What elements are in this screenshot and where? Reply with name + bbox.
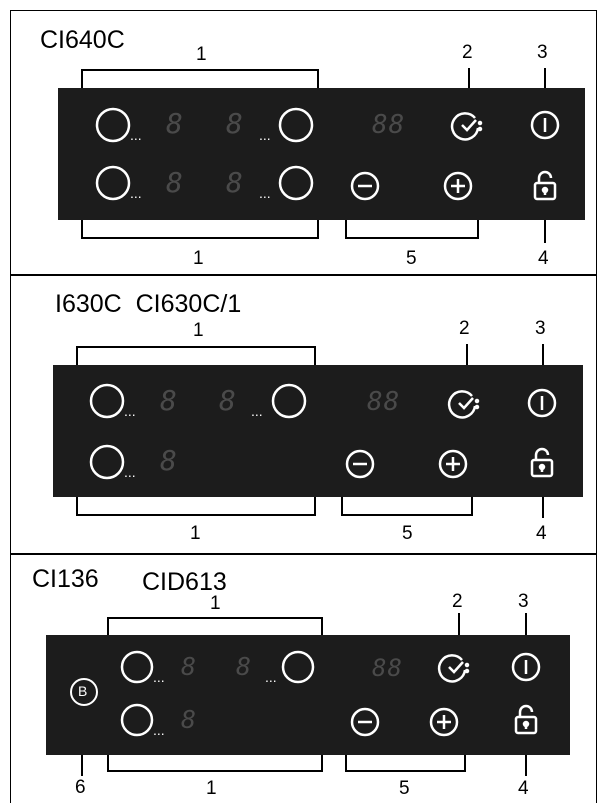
zone-digit: 8 xyxy=(181,705,197,734)
timer-check-icon xyxy=(450,112,483,141)
zone-digit: 8 xyxy=(160,384,177,417)
callout-zones-bottom: 1 xyxy=(206,778,217,799)
model-title-b: CID613 xyxy=(142,568,227,596)
zone-dots: ... xyxy=(130,185,142,201)
control-panel xyxy=(53,365,583,497)
timer-check-icon xyxy=(447,390,480,419)
zone-circle-icon xyxy=(271,383,307,419)
control-panel xyxy=(58,88,585,220)
zone-digit: 8 xyxy=(219,384,236,417)
minus-icon xyxy=(345,449,375,479)
timer-check-icon xyxy=(437,654,470,683)
callout-timer: 2 xyxy=(452,591,463,612)
zone-digit: 8 xyxy=(226,166,243,199)
zone-dots: ... xyxy=(265,669,277,685)
plus-icon xyxy=(443,171,473,201)
model-title-a: CI136 xyxy=(32,565,99,593)
callout-adjust: 5 xyxy=(406,248,417,269)
timer-display: 88 xyxy=(367,387,401,417)
zone-dots: ... xyxy=(259,127,271,143)
boost-label: B xyxy=(78,683,88,699)
callout-adjust: 5 xyxy=(402,523,413,544)
callout-timer: 2 xyxy=(459,318,470,339)
lock-icon xyxy=(514,704,538,735)
timer-display: 88 xyxy=(372,654,403,682)
zone-dots: ... xyxy=(153,669,165,685)
plus-icon xyxy=(438,449,468,479)
power-icon xyxy=(530,110,560,140)
callout-zones-top: 1 xyxy=(210,593,221,614)
zone-dots: ... xyxy=(153,722,165,738)
callout-lock: 4 xyxy=(538,248,549,269)
zone-dots: ... xyxy=(124,464,136,480)
minus-icon xyxy=(350,171,380,201)
zone-dots: ... xyxy=(130,127,142,143)
zone-circle-icon xyxy=(89,444,125,480)
zone-digit: 8 xyxy=(160,444,177,477)
zone-digit: 8 xyxy=(181,652,197,681)
minus-icon xyxy=(350,707,380,737)
lock-icon xyxy=(530,447,554,478)
power-icon xyxy=(527,388,557,418)
callout-zones-top: 1 xyxy=(193,320,204,341)
power-icon xyxy=(511,652,541,682)
callout-power: 3 xyxy=(535,318,546,339)
model-title: I630C CI630C/1 xyxy=(55,290,242,318)
boost-icon xyxy=(70,678,98,706)
lock-icon xyxy=(533,170,557,201)
callout-lock: 4 xyxy=(536,523,547,544)
callout-zones-bottom: 1 xyxy=(193,248,204,269)
callout-lock: 4 xyxy=(518,778,529,799)
callout-zones-bottom: 1 xyxy=(190,523,201,544)
zone-circle-icon xyxy=(89,383,125,419)
callout-power: 3 xyxy=(518,591,529,612)
model-title: CI640C xyxy=(40,26,125,54)
zone-circle-icon xyxy=(278,165,314,201)
zone-dots: ... xyxy=(251,403,263,419)
zone-digit: 8 xyxy=(226,107,243,140)
zone-circle-icon xyxy=(120,703,154,737)
zone-digit: 8 xyxy=(166,166,183,199)
zone-dots: ... xyxy=(259,185,271,201)
zone-dots: ... xyxy=(124,403,136,419)
zone-digit: 8 xyxy=(166,107,183,140)
zone-circle-icon xyxy=(281,650,315,684)
callout-adjust: 5 xyxy=(399,778,410,799)
section-ci136 xyxy=(10,554,597,803)
callout-boost: 6 xyxy=(75,777,86,798)
zone-circle-icon xyxy=(278,107,314,143)
timer-display: 88 xyxy=(372,110,406,140)
zone-circle-icon xyxy=(120,650,154,684)
callout-timer: 2 xyxy=(462,42,473,63)
plus-icon xyxy=(429,707,459,737)
section-i630c xyxy=(10,275,597,554)
zone-digit: 8 xyxy=(236,652,252,681)
section-ci640c xyxy=(10,10,597,275)
callout-power: 3 xyxy=(537,42,548,63)
zone-circle-icon xyxy=(95,165,131,201)
zone-circle-icon xyxy=(95,107,131,143)
callout-zones-top: 1 xyxy=(196,44,207,65)
